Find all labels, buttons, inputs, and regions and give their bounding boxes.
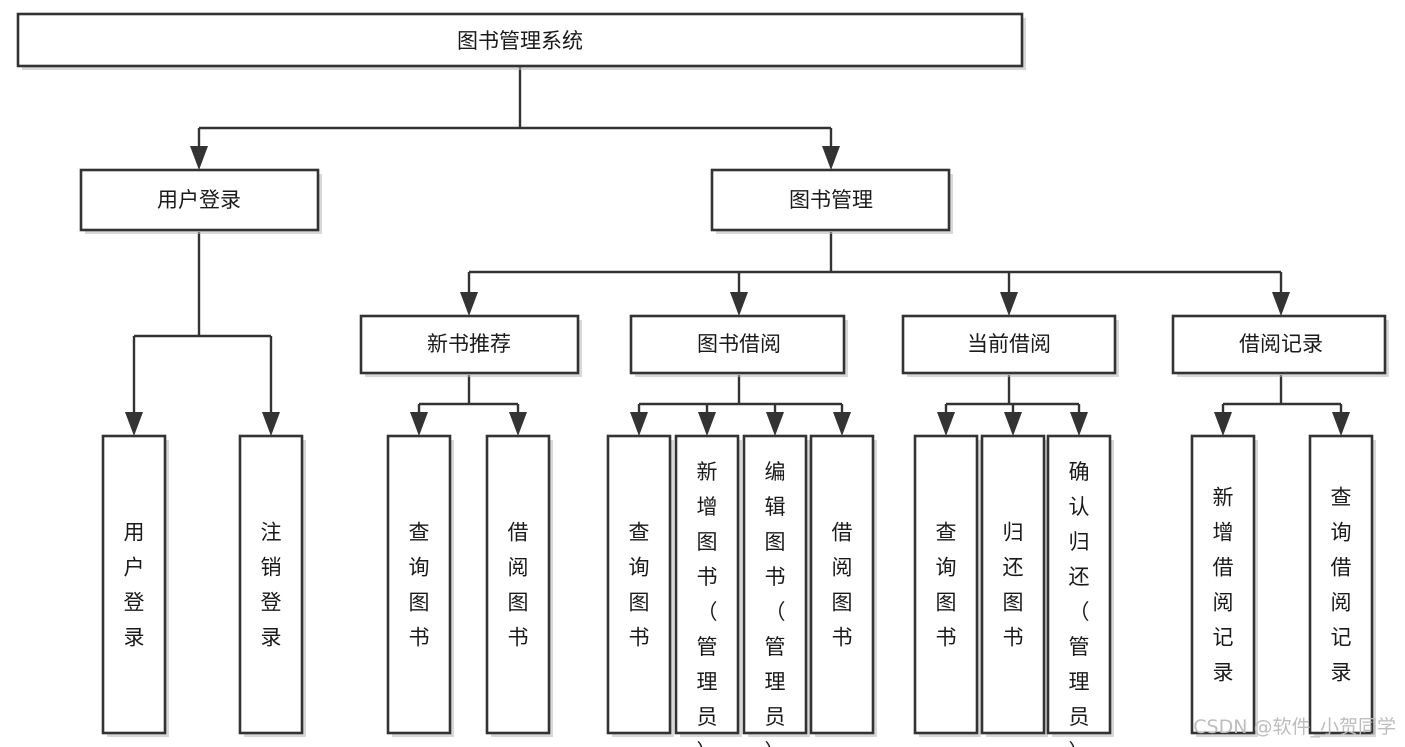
book-manage-box[interactable] (710, 168, 951, 232)
leaf-borrow-book-2-label: 借阅图书 (832, 521, 853, 650)
node-book-manage[interactable]: 图书管理 (710, 168, 953, 234)
leaf-confirm-return[interactable]: 确认归还（管理员） (1046, 434, 1114, 747)
leaf-edit-book-label: 编辑图书（管理员） (765, 460, 786, 747)
leaf-return-book[interactable]: 归还图书 (980, 434, 1048, 737)
leaf-borrow-book-2-box[interactable] (809, 434, 875, 735)
leaf-user-logout-label: 注销登录 (261, 521, 282, 650)
leaf-edit-book[interactable]: 编辑图书（管理员） (742, 434, 810, 747)
leaf-add-record-box[interactable] (1190, 434, 1256, 735)
leaf-query-record[interactable]: 查询借阅记录 (1308, 434, 1376, 737)
leaf-user-logout-box[interactable] (238, 434, 304, 735)
leaf-add-book[interactable]: 新增图书（管理员） (674, 434, 742, 747)
node-user-login[interactable]: 用户登录 (79, 168, 322, 234)
arrow-head-new-book (460, 292, 478, 316)
leaf-query-book-3-box[interactable] (913, 434, 979, 735)
user-login-box[interactable] (79, 168, 320, 232)
arrow-head-book-borrow (730, 292, 748, 316)
borrow-record-box[interactable] (1171, 314, 1387, 375)
leaf-confirm-return-label: 确认归还（管理员） (1069, 460, 1090, 747)
leaf-query-record-box[interactable] (1308, 434, 1374, 735)
node-current-borrow[interactable]: 当前借阅 (901, 314, 1119, 377)
arrow-head-leaf-return-book (1004, 412, 1022, 436)
current-borrow-box[interactable] (901, 314, 1117, 375)
leaf-edit-book-box[interactable] (742, 434, 808, 735)
leaf-borrow-book-1-label: 借阅图书 (508, 521, 529, 650)
leaf-add-record[interactable]: 新增借阅记录 (1190, 434, 1258, 737)
arrow-head-leaf-add-record (1214, 412, 1232, 436)
node-borrow-record[interactable]: 借阅记录 (1171, 314, 1389, 377)
leaf-query-book-2-label: 查询图书 (629, 521, 650, 650)
leaf-query-book-2[interactable]: 查询图书 (606, 434, 674, 737)
arrow-head-leaf-user-logout (262, 412, 280, 436)
arrow-head-leaf-query-book-2 (630, 412, 648, 436)
leaf-user-login-label: 用户登录 (124, 521, 145, 650)
book-borrow-box[interactable] (629, 314, 846, 375)
arrow-head-leaf-query-book-3 (937, 412, 955, 436)
root-box[interactable] (16, 12, 1024, 68)
arrow-head-leaf-add-book (698, 412, 716, 436)
node-root[interactable]: 图书管理系统 (16, 12, 1026, 70)
arrow-head-leaf-query-record (1332, 412, 1350, 436)
root-label: 图书管理系统 (457, 29, 583, 53)
leaf-query-record-label: 查询借阅记录 (1331, 486, 1352, 685)
leaf-query-book-1[interactable]: 查询图书 (386, 434, 454, 737)
node-new-book-recommend[interactable]: 新书推荐 (359, 314, 582, 377)
leaf-query-book-1-box[interactable] (386, 434, 452, 735)
book-manage-label: 图书管理 (789, 188, 873, 212)
leaf-user-login-box[interactable] (101, 434, 167, 735)
leaf-query-book-3[interactable]: 查询图书 (913, 434, 981, 737)
user-login-label: 用户登录 (157, 188, 241, 212)
leaf-query-book-3-label: 查询图书 (936, 521, 957, 650)
edge-layer (125, 66, 1350, 436)
arrow-head-leaf-query-book-1 (410, 412, 428, 436)
leaf-query-book-1-label: 查询图书 (409, 521, 430, 650)
arrow-head-user-login (190, 146, 208, 170)
leaf-add-book-box[interactable] (674, 434, 740, 735)
arrow-head-borrow-record (1272, 292, 1290, 316)
leaf-add-record-label: 新增借阅记录 (1213, 486, 1234, 685)
node-book-borrow[interactable]: 图书借阅 (629, 314, 848, 377)
leaf-user-logout[interactable]: 注销登录 (238, 434, 306, 737)
leaf-confirm-return-box[interactable] (1046, 434, 1112, 735)
leaf-return-book-box[interactable] (980, 434, 1046, 735)
new-book-recommend-label: 新书推荐 (427, 332, 511, 356)
arrow-head-leaf-borrow-book-1 (509, 412, 527, 436)
leaf-add-book-label: 新增图书（管理员） (697, 460, 718, 747)
csdn-watermark: CSDN @软件_小贺同学 (1193, 716, 1396, 738)
arrow-head-leaf-user-login (125, 412, 143, 436)
leaf-return-book-label: 归还图书 (1003, 521, 1024, 650)
current-borrow-label: 当前借阅 (967, 332, 1051, 356)
borrow-record-label: 借阅记录 (1239, 332, 1323, 356)
leaf-borrow-book-1-box[interactable] (485, 434, 551, 735)
book-borrow-label: 图书借阅 (697, 332, 781, 356)
new-book-recommend-box[interactable] (359, 314, 580, 375)
arrow-head-leaf-confirm-return (1070, 412, 1088, 436)
leaf-borrow-book-1[interactable]: 借阅图书 (485, 434, 553, 737)
leaf-borrow-book-2[interactable]: 借阅图书 (809, 434, 877, 737)
arrow-head-current-borrow (1000, 292, 1018, 316)
arrow-head-leaf-edit-book (766, 412, 784, 436)
arrow-head-leaf-borrow-book-2 (833, 412, 851, 436)
arrow-head-book-manage (822, 146, 840, 170)
leaf-user-login[interactable]: 用户登录 (101, 434, 169, 737)
leaf-query-book-2-box[interactable] (606, 434, 672, 735)
